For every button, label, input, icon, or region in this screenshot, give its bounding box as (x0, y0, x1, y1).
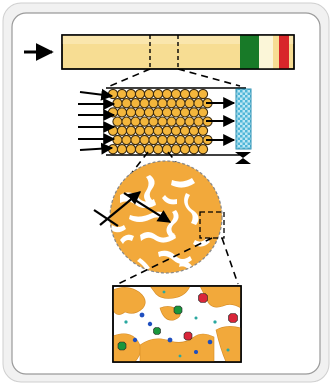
bead-37 (149, 117, 158, 126)
bead-35 (131, 117, 140, 126)
bead-18 (176, 99, 185, 108)
bead-28 (162, 108, 171, 117)
bead-61 (167, 135, 176, 144)
particle-blue-9 (133, 338, 137, 342)
bead-71 (153, 145, 162, 154)
bead-58 (140, 135, 149, 144)
particle-teal-12 (124, 320, 127, 323)
bead-29 (171, 108, 180, 117)
bead-36 (140, 117, 149, 126)
bead-56 (122, 135, 131, 144)
bead-53 (189, 126, 198, 135)
outlet-frit (236, 89, 251, 149)
particle-green-4 (118, 342, 126, 350)
pore-detail (113, 286, 241, 362)
particle-teal-17 (179, 355, 182, 358)
column-band-cream (259, 35, 273, 69)
bead-5 (153, 89, 162, 98)
particle-blue-8 (168, 338, 173, 343)
bead-9 (189, 89, 198, 98)
bead-34 (122, 117, 131, 126)
bead-2 (126, 89, 135, 98)
bead-63 (185, 135, 194, 144)
bead-52 (180, 126, 189, 135)
bead-3 (135, 89, 144, 98)
bead-0 (108, 89, 117, 98)
bead-39 (167, 117, 176, 126)
bead-68 (126, 145, 135, 154)
column-band-red (279, 35, 289, 69)
chromatography-column (24, 35, 294, 69)
bead-19 (185, 99, 194, 108)
bead-70 (144, 145, 153, 154)
bead-54 (198, 126, 207, 135)
bead-10 (198, 89, 207, 98)
particle-teal-16 (163, 291, 166, 294)
bead-60 (158, 135, 167, 144)
bead-42 (194, 117, 203, 126)
bead-47 (135, 126, 144, 135)
bead-73 (171, 145, 180, 154)
bead-1 (117, 89, 126, 98)
bead-41 (185, 117, 194, 126)
bead-46 (126, 126, 135, 135)
bead-50 (162, 126, 171, 135)
particle-red-0 (199, 294, 208, 303)
bead-72 (162, 145, 171, 154)
bead-48 (144, 126, 153, 135)
bead-13 (131, 99, 140, 108)
bead-16 (158, 99, 167, 108)
particle-green-3 (174, 306, 182, 314)
bead-31 (189, 108, 198, 117)
bead-67 (117, 145, 126, 154)
bead-12 (122, 99, 131, 108)
bead-33 (113, 117, 122, 126)
bead-14 (140, 99, 149, 108)
particle-teal-13 (213, 320, 216, 323)
bead-24 (126, 108, 135, 117)
bead-7 (171, 89, 180, 98)
bead-74 (180, 145, 189, 154)
bead-66 (108, 145, 117, 154)
bead-49 (153, 126, 162, 135)
bead-45 (117, 126, 126, 135)
particle-blue-7 (148, 322, 152, 326)
bead-6 (162, 89, 171, 98)
bead-76 (198, 145, 207, 154)
bead-27 (153, 108, 162, 117)
particle-teal-15 (227, 349, 230, 352)
bead-55 (113, 135, 122, 144)
bead-15 (149, 99, 158, 108)
bead-40 (176, 117, 185, 126)
bead-8 (180, 89, 189, 98)
particle-blue-10 (208, 340, 213, 345)
column-band-green (240, 35, 259, 69)
bead-26 (144, 108, 153, 117)
particle-teal-14 (195, 317, 198, 320)
bead-38 (158, 117, 167, 126)
bead-grid (108, 89, 212, 153)
bead-57 (131, 135, 140, 144)
bead-51 (171, 126, 180, 135)
bead-11 (113, 99, 122, 108)
bead-4 (144, 89, 153, 98)
bead-23 (117, 108, 126, 117)
particle-green-5 (154, 328, 161, 335)
particle-blue-11 (194, 350, 198, 354)
bead-32 (198, 108, 207, 117)
bead-17 (167, 99, 176, 108)
bead-64 (194, 135, 203, 144)
bead-69 (135, 145, 144, 154)
bead-62 (176, 135, 185, 144)
bead-59 (149, 135, 158, 144)
bead-75 (189, 145, 198, 154)
bead-25 (135, 108, 144, 117)
particle-blue-6 (140, 313, 145, 318)
bead-20 (194, 99, 203, 108)
particle-red-2 (184, 332, 192, 340)
particle-red-1 (229, 314, 238, 323)
bead-30 (180, 108, 189, 117)
